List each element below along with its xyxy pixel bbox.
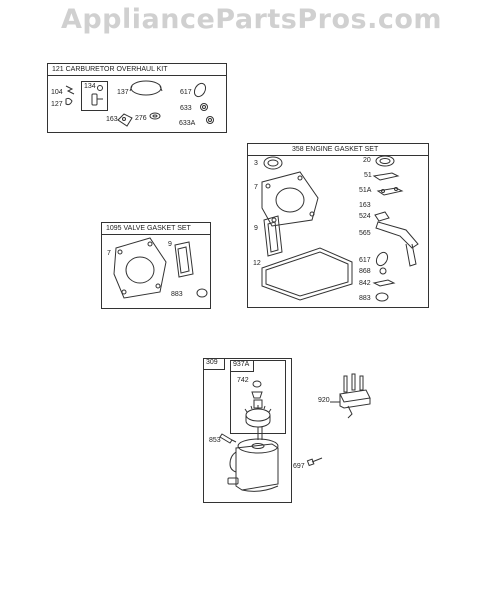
starter-box-label[interactable]: 309 <box>206 359 218 366</box>
part-127-clip-drawing <box>66 98 72 104</box>
part-label-853[interactable]: 853 <box>209 437 221 444</box>
part-617-oring-engine-drawing <box>374 250 390 267</box>
part-label-127[interactable]: 127 <box>51 101 63 108</box>
part-label-12[interactable]: 12 <box>253 260 261 267</box>
part-label-697[interactable]: 697 <box>293 463 305 470</box>
part-label-883-valve[interactable]: 883 <box>171 291 183 298</box>
carburetor-overhaul-kit-box: 121 CARBURETOR OVERHAUL KIT <box>47 63 227 133</box>
part-883-valve-seal-drawing <box>197 289 207 297</box>
part-12-crankcase-gasket-drawing <box>262 248 352 300</box>
part-label-9-engine[interactable]: 9 <box>254 225 258 232</box>
part-742-retainer-drawing <box>252 381 262 398</box>
part-163-gasket-drawing <box>118 114 132 126</box>
part-276-washer-drawing <box>150 113 160 119</box>
part-label-868[interactable]: 868 <box>359 268 371 275</box>
drive-pinion-gear-drawing <box>245 400 271 440</box>
part-7-head-gasket-drawing <box>262 172 318 226</box>
part-9-gasket-drawing <box>264 216 282 256</box>
part-51-gasket-drawing <box>374 173 398 180</box>
part-label-883-engine[interactable]: 883 <box>359 295 371 302</box>
part-label-134[interactable]: 134 <box>84 83 96 90</box>
engine-gasket-set-title: 358 ENGINE GASKET SET <box>248 144 428 156</box>
part-label-137[interactable]: 137 <box>117 89 129 96</box>
part-label-163-engine[interactable]: 163 <box>359 202 371 209</box>
part-137-gasket-ring-drawing <box>130 81 162 95</box>
part-134-inset-box <box>81 81 108 111</box>
part-524-gasket-drawing <box>375 212 389 221</box>
part-label-163-carb[interactable]: 163 <box>106 116 118 123</box>
part-label-842[interactable]: 842 <box>359 280 371 287</box>
part-104-spring-drawing <box>66 86 74 94</box>
part-853-screw-drawing <box>220 434 236 443</box>
carburetor-overhaul-kit-title: 121 CARBURETOR OVERHAUL KIT <box>48 64 226 76</box>
part-label-633[interactable]: 633 <box>180 105 192 112</box>
part-label-3[interactable]: 3 <box>254 160 258 167</box>
part-label-565[interactable]: 565 <box>359 230 371 237</box>
starter-box-label-tab <box>203 358 225 370</box>
part-label-9-valve[interactable]: 9 <box>168 241 172 248</box>
part-label-51[interactable]: 51 <box>364 172 372 179</box>
part-label-7-valve[interactable]: 7 <box>107 250 111 257</box>
part-label-7-engine[interactable]: 7 <box>254 184 258 191</box>
part-7-valve-gasket-drawing <box>114 238 166 298</box>
part-label-51a[interactable]: 51A <box>359 187 372 194</box>
valve-gasket-set-box: 1095 VALVE GASKET SET <box>101 222 211 309</box>
part-20-seal-drawing <box>376 156 394 166</box>
part-label-617-carb[interactable]: 617 <box>180 89 192 96</box>
part-label-276[interactable]: 276 <box>135 115 147 122</box>
part-920-solenoid-drawing <box>330 374 370 418</box>
part-label-524[interactable]: 524 <box>359 213 371 220</box>
part-633a-seal-drawing <box>207 117 214 124</box>
part-label-633a[interactable]: 633A <box>179 120 196 127</box>
part-868-seal-drawing <box>380 268 386 274</box>
part-883-seal-engine-drawing <box>376 293 388 301</box>
starter-motor-drawing <box>228 439 278 491</box>
part-label-20[interactable]: 20 <box>363 157 371 164</box>
part-51a-gasket-drawing <box>378 188 402 196</box>
drive-kit-label[interactable]: 937A <box>233 361 250 368</box>
part-842-gasket-drawing <box>374 280 394 286</box>
part-9-valve-cover-gasket-drawing <box>175 242 193 277</box>
part-label-104[interactable]: 104 <box>51 89 63 96</box>
part-617-oring-drawing <box>192 81 208 98</box>
watermark: AppliancePartsPros.com <box>60 4 443 35</box>
part-3-seal-drawing <box>264 157 282 169</box>
part-label-742[interactable]: 742 <box>237 377 249 384</box>
part-697-bolt-drawing <box>307 458 322 466</box>
part-label-920[interactable]: 920 <box>318 397 330 404</box>
part-134-needle-drawing <box>92 86 103 106</box>
drive-kit-box <box>230 360 286 434</box>
drive-kit-label-tab <box>230 360 254 372</box>
valve-gasket-set-title: 1095 VALVE GASKET SET <box>102 223 210 235</box>
part-565-gasket-drawing <box>376 222 418 266</box>
part-label-617-engine[interactable]: 617 <box>359 257 371 264</box>
part-633-seal-drawing <box>201 104 208 111</box>
